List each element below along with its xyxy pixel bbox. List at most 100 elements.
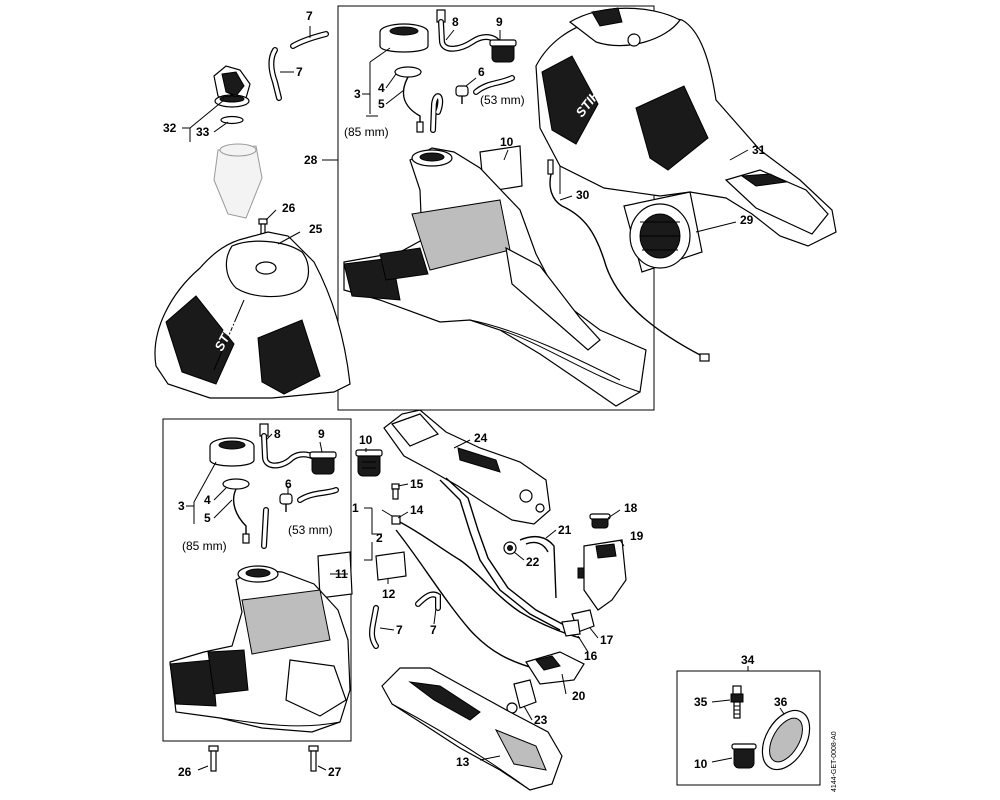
callout-15: 15 <box>410 477 424 491</box>
o-ring-33 <box>220 115 244 125</box>
spark-plug-35 <box>730 685 744 719</box>
hose-7-mid-a <box>369 605 379 649</box>
callout-20: 20 <box>572 689 586 703</box>
leader-lines <box>182 26 785 771</box>
retainer-5-bottom <box>232 488 250 544</box>
throttle-cable-30 <box>547 159 710 362</box>
callout-6: 6 <box>285 477 292 491</box>
cap-seal-4-top <box>394 66 422 78</box>
fuel-filter-10-mid <box>355 449 383 477</box>
hose-7-mid-b <box>415 591 441 611</box>
screw-15 <box>391 483 400 500</box>
dimension-85mm-top: (85 mm) <box>344 125 389 139</box>
callout-9: 9 <box>496 15 503 29</box>
screw-26-bottom <box>208 745 219 772</box>
cap-seal-4-bottom <box>222 478 250 490</box>
callout-34: 34 <box>741 653 755 667</box>
handle-housing-24 <box>383 409 551 525</box>
callout-28: 28 <box>304 153 318 167</box>
tank-vent-6-bottom <box>279 493 293 512</box>
callout-18: 18 <box>624 501 638 515</box>
callout-8: 8 <box>274 427 281 441</box>
fuel-cap-assembly-32 <box>213 65 251 108</box>
callout-3: 3 <box>354 87 361 101</box>
callout-17: 17 <box>600 633 614 647</box>
trigger-housing-19 <box>577 539 627 611</box>
reference-code: 4144-GET-0008-A0 <box>831 731 838 792</box>
plate-11-bottom <box>317 551 353 599</box>
callout-4: 4 <box>378 81 385 95</box>
callout-29: 29 <box>740 213 754 227</box>
callout-14: 14 <box>410 503 424 517</box>
callout-35: 35 <box>694 695 708 709</box>
fuel-cap-bottom-box <box>209 437 255 467</box>
hose-7-upper <box>290 31 329 49</box>
callout-16: 16 <box>584 649 598 663</box>
callout-9: 9 <box>318 427 325 441</box>
callout-22: 22 <box>526 555 540 569</box>
callout-36: 36 <box>774 695 788 709</box>
tank-vent-6-top <box>455 85 469 104</box>
switch-18 <box>589 513 611 529</box>
fuel-tank-housing-bottom <box>169 565 351 733</box>
callout-6: 6 <box>478 65 485 79</box>
adapter-23 <box>506 679 537 714</box>
callout-8: 8 <box>452 15 459 29</box>
handle-housing-13 <box>381 667 563 791</box>
lever-20 <box>525 651 585 685</box>
fuel-hose-8-top <box>436 9 503 52</box>
callout-10: 10 <box>359 433 373 447</box>
hose-53mm-top <box>473 75 515 95</box>
hose-7-lower <box>268 47 282 101</box>
shroud-31 <box>535 7 837 247</box>
hose-85mm-bottom <box>261 507 269 549</box>
hose-85mm-top <box>430 93 444 133</box>
callout-25: 25 <box>309 222 323 236</box>
callout-31: 31 <box>752 143 766 157</box>
callout-26: 26 <box>282 201 296 215</box>
callout-3: 3 <box>178 499 185 513</box>
callout-13: 13 <box>456 755 470 769</box>
air-filter-36 <box>761 709 811 771</box>
screw-27-bottom <box>308 745 319 772</box>
retainer-5-top <box>402 76 424 133</box>
callout-7: 7 <box>430 623 437 637</box>
throttle-rod-mid <box>439 477 567 631</box>
callout-26: 26 <box>178 765 192 779</box>
callout-12: 12 <box>382 587 396 601</box>
fuel-hose-8-bottom <box>259 423 321 469</box>
callout-4: 4 <box>204 493 211 507</box>
callout-7: 7 <box>396 623 403 637</box>
hose-53mm-bottom <box>297 487 339 503</box>
fuel-cap-top-box <box>379 23 429 53</box>
callout-7: 7 <box>296 65 303 79</box>
callout-1: 1 <box>352 501 359 515</box>
dimension-85mm-bottom: (85 mm) <box>182 539 227 553</box>
shroud-25 <box>154 231 351 399</box>
fuel-filter-9-bottom <box>309 451 337 475</box>
dimension-53mm-top: (53 mm) <box>480 93 525 107</box>
callout-32: 32 <box>163 121 177 135</box>
callout-10: 10 <box>694 757 708 771</box>
dimension-53mm-bottom: (53 mm) <box>288 523 333 537</box>
callout-10: 10 <box>500 135 514 149</box>
tank-neck-faded <box>213 143 263 219</box>
wire-harness-long <box>395 529 541 671</box>
plate-12 <box>375 551 407 581</box>
callout-11: 11 <box>335 567 348 581</box>
callout-24: 24 <box>474 431 488 445</box>
callout-30: 30 <box>576 188 590 202</box>
callout-labels: 7 7 32 33 26 25 28 8 9 3 4 5 6 10 31 30 … <box>163 9 788 779</box>
spring-22 <box>503 541 517 555</box>
callout-23: 23 <box>534 713 548 727</box>
fuel-filter-10-kit <box>731 743 757 769</box>
callout-21: 21 <box>558 523 572 537</box>
callout-19: 19 <box>630 529 644 543</box>
fuel-tank-housing-top <box>343 147 647 407</box>
callout-27: 27 <box>328 765 342 779</box>
fan-ring-29 <box>623 191 703 273</box>
short-circuit-wire-14 <box>391 515 581 639</box>
spring-21 <box>519 535 557 599</box>
callout-7: 7 <box>306 9 313 23</box>
